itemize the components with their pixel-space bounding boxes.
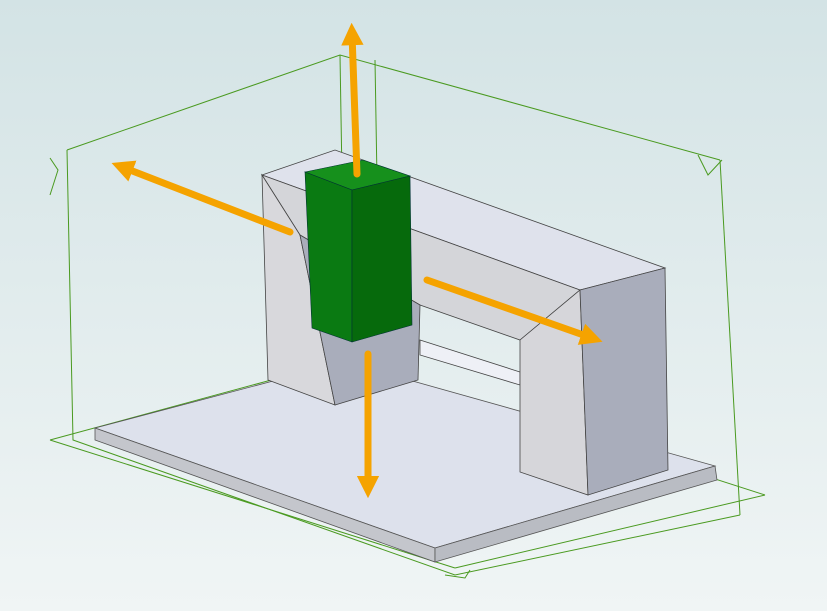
arrow-right-icon[interactable]	[423, 276, 603, 345]
arrow-left-icon[interactable]	[111, 160, 294, 236]
base-plate[interactable]	[93, 361, 718, 563]
arrow-up-icon[interactable]	[341, 22, 364, 178]
selected-block[interactable]	[303, 159, 413, 343]
